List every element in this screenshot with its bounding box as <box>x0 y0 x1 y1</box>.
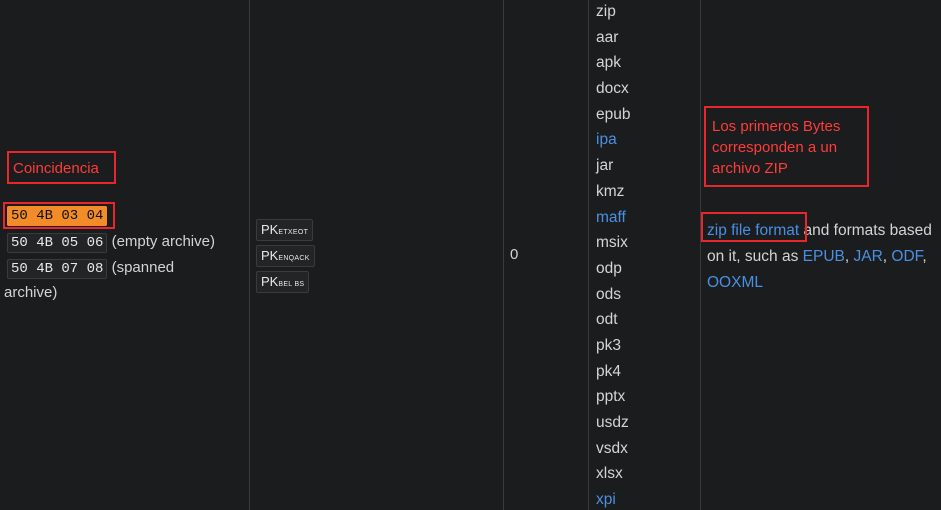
extension-link-ipa[interactable]: ipa <box>596 131 617 149</box>
hex-signature-spanned: 50 4B 07 08 <box>7 259 108 279</box>
iso-8859-1-cell <box>250 0 504 510</box>
extension-item: odt <box>596 311 618 329</box>
offset-value: 0 <box>510 246 519 263</box>
extension-item: epub <box>596 105 631 123</box>
extension-item: msix <box>596 234 628 252</box>
hex-signature-line-1: 50 4B 03 04 <box>7 206 108 226</box>
extension-item: xlsx <box>596 465 623 483</box>
first-bytes-annotation: Los primeros Bytes corresponden a un arc… <box>704 106 869 187</box>
extension-item: pk4 <box>596 362 621 380</box>
extension-item: pk3 <box>596 336 621 354</box>
ascii-signature-3: PKBEL BS <box>256 271 310 293</box>
ascii-signature-1: PKETXEOT <box>256 219 314 241</box>
ascii-signature-2: PKENQACK <box>256 245 315 267</box>
hex-signature-empty: 50 4B 05 06 <box>7 233 108 253</box>
extension-item: zip <box>596 3 616 20</box>
extension-list: zip aar apk docx epub ipa jar kmz maff m… <box>596 2 630 510</box>
match-highlight-box <box>3 202 115 229</box>
extension-item: pptx <box>596 388 626 406</box>
extension-item: jar <box>596 157 614 175</box>
extension-item: ods <box>596 285 621 303</box>
extension-item: apk <box>596 54 621 72</box>
extension-item: vsdx <box>596 439 628 457</box>
extension-item: aar <box>596 28 619 46</box>
extension-item: odp <box>596 259 622 277</box>
hex-signature-line-2: 50 4B 05 06 (empty archive) <box>7 233 215 253</box>
hex-signature-cell <box>0 0 250 510</box>
jar-link[interactable]: JAR <box>853 248 883 265</box>
extension-item: usdz <box>596 414 629 431</box>
hex-note-spanned-b: archive) <box>4 284 58 301</box>
hex-signature-line-3: 50 4B 07 08 (spanned <box>7 259 175 279</box>
extension-cell <box>589 0 701 510</box>
extension-item: kmz <box>596 182 625 200</box>
hex-note-spanned-a: (spanned <box>111 259 175 276</box>
extension-link-maff[interactable]: maff <box>596 208 626 226</box>
extension-item: docx <box>596 80 629 98</box>
ooxml-link[interactable]: OOXML <box>707 274 763 291</box>
extension-link-xpi[interactable]: xpi <box>596 491 616 509</box>
hex-signature-line-4: archive) <box>4 284 57 301</box>
hex-note-empty: (empty archive) <box>111 233 215 250</box>
odf-link[interactable]: ODF <box>891 248 923 265</box>
match-annotation: Coincidencia <box>7 151 116 184</box>
epub-link[interactable]: EPUB <box>802 248 845 265</box>
zip-file-format-link[interactable]: zip file format <box>707 222 800 239</box>
zip-format-highlight-box <box>701 212 807 242</box>
offset-cell <box>504 0 589 510</box>
hex-signature-highlighted: 50 4B 03 04 <box>7 206 108 226</box>
description-text: zip file format and formats based on it,… <box>707 222 932 291</box>
